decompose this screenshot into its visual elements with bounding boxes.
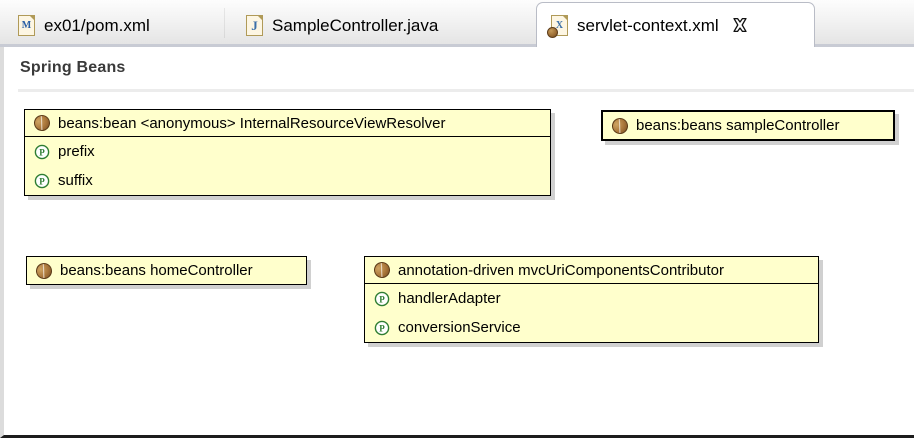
editor-tab-label: servlet-context.xml: [577, 15, 719, 35]
spring-bean-icon: [33, 259, 55, 282]
bean-box-home-controller[interactable]: beans:beans homeController: [26, 256, 307, 285]
bean-property-label: suffix: [58, 172, 93, 189]
editor-tab-label: SampleController.java: [272, 15, 439, 35]
bean-property-row[interactable]: P prefix: [25, 137, 550, 166]
bean-property-row[interactable]: P suffix: [25, 166, 550, 195]
editor-tab-label: ex01/pom.xml: [44, 15, 150, 35]
property-icon: P: [374, 320, 390, 336]
editor-tab-pom-xml[interactable]: M ex01/pom.xml: [4, 3, 214, 47]
bean-box-header: beans:beans homeController: [27, 257, 306, 284]
maven-xml-file-icon: M: [18, 14, 35, 36]
spring-xml-file-icon: X: [547, 14, 568, 38]
bean-box-title: beans:bean <anonymous> InternalResourceV…: [58, 114, 446, 132]
bean-property-label: prefix: [58, 143, 95, 160]
tab-bar-underline: [0, 44, 914, 47]
spring-beans-graph-panel: Spring Beans beans:bean <anonymous> Inte…: [0, 47, 914, 438]
editor-tab-sample-controller-java[interactable]: J SampleController.java: [232, 3, 532, 47]
bean-box-header: beans:beans sampleController: [603, 112, 893, 139]
bean-box-title: beans:beans homeController: [60, 262, 253, 279]
editor-tab-servlet-context-xml[interactable]: X servlet-context.xml: [536, 2, 815, 47]
bean-box-sample-controller[interactable]: beans:beans sampleController: [601, 110, 895, 141]
java-file-icon: J: [246, 14, 263, 36]
page-title: Spring Beans: [20, 59, 126, 76]
bean-property-label: conversionService: [398, 319, 521, 336]
bean-property-row[interactable]: P handlerAdapter: [365, 284, 818, 313]
bean-property-label: handlerAdapter: [398, 290, 501, 307]
bean-box-mvc-uri-components-contributor[interactable]: annotation-driven mvcUriComponentsContri…: [364, 256, 819, 343]
title-divider: [18, 89, 914, 92]
bean-property-row[interactable]: P conversionService: [365, 313, 818, 342]
bean-box-header: beans:bean <anonymous> InternalResourceV…: [25, 110, 550, 137]
spring-bean-icon: [609, 114, 631, 137]
svg-text:P: P: [39, 176, 45, 186]
bean-box-title: beans:beans sampleController: [636, 117, 840, 134]
svg-text:P: P: [39, 147, 45, 157]
spring-bean-icon: [371, 259, 393, 281]
property-icon: P: [374, 291, 390, 307]
close-icon[interactable]: [732, 17, 748, 33]
bean-box-title: annotation-driven mvcUriComponentsContri…: [398, 261, 724, 279]
svg-text:P: P: [379, 294, 385, 304]
bean-box-internal-resource-view-resolver[interactable]: beans:bean <anonymous> InternalResourceV…: [24, 109, 551, 196]
spring-bean-icon: [31, 112, 53, 134]
svg-text:P: P: [379, 323, 385, 333]
tab-divider: [224, 8, 225, 38]
property-icon: P: [34, 144, 50, 160]
bean-box-header: annotation-driven mvcUriComponentsContri…: [365, 257, 818, 284]
editor-tab-bar: M ex01/pom.xml J SampleController.java X…: [0, 0, 914, 47]
property-icon: P: [34, 173, 50, 189]
